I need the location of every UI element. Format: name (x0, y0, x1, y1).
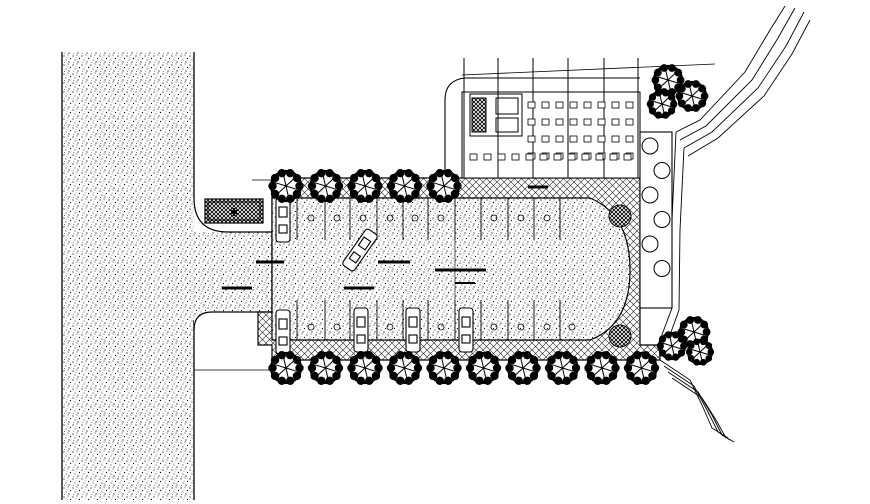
table-icon (567, 153, 576, 161)
site-boundary (194, 179, 273, 371)
car-icon (275, 197, 291, 243)
table-icon (597, 118, 606, 126)
entrance-planter: ✱ (204, 198, 264, 224)
table-icon (553, 153, 562, 161)
tree-canopy-icon (307, 168, 344, 204)
table-icon (469, 153, 478, 161)
tree-canopy-icon (347, 168, 383, 204)
tree-canopy-icon (386, 350, 423, 386)
car-icon (342, 228, 378, 272)
stall-markers (307, 214, 576, 331)
tree-canopy-icon (347, 350, 383, 386)
tree-canopy-icon (426, 168, 462, 204)
table-icon (569, 101, 578, 109)
tree-canopy-icon (307, 350, 344, 386)
parked-cars (275, 197, 474, 355)
table-icon (541, 118, 550, 126)
table-icon (611, 118, 620, 126)
table-icon (625, 135, 634, 143)
table-icon (569, 135, 578, 143)
tree-canopy-icon (646, 89, 678, 119)
tree-canopy-icon (505, 350, 541, 386)
table-icon (527, 135, 536, 143)
table-icon (539, 153, 548, 161)
car-icon (405, 307, 421, 353)
table-icon (611, 135, 620, 143)
car-icon (353, 307, 369, 353)
tree-canopy-icon (465, 350, 502, 386)
tree-canopy-icon (675, 80, 709, 112)
tree-canopy-icon (386, 168, 423, 204)
lawn-circle (641, 235, 659, 253)
table-icon (625, 101, 634, 109)
lawn-strip (639, 131, 673, 309)
table-icon (541, 101, 550, 109)
table-icon (595, 153, 604, 161)
service-block (469, 93, 523, 137)
table-icon (527, 118, 536, 126)
table-icon (583, 101, 592, 109)
tree-canopy-icon (268, 168, 304, 204)
table-icon (527, 101, 536, 109)
table-icon (525, 153, 534, 161)
table-icon (581, 153, 590, 161)
seating-area (444, 58, 716, 179)
table-icon (483, 153, 492, 161)
table-icon (555, 135, 564, 143)
tree-canopy-icon (544, 350, 581, 386)
lawn-circle (653, 211, 671, 228)
tree-canopy-icon (426, 350, 462, 386)
riverbank-contours (659, 5, 811, 443)
table-icon (555, 101, 564, 109)
table-icon (555, 118, 564, 126)
table-icon (583, 118, 592, 126)
tree-canopy-icon (268, 350, 304, 386)
tree-canopy-icon (685, 338, 715, 366)
car-icon (275, 309, 291, 355)
table-grid (469, 101, 634, 161)
lawn-circle (641, 186, 659, 204)
table-icon (511, 153, 520, 161)
table-icon (541, 135, 550, 143)
main-road (61, 52, 195, 500)
tree-canopy-icon (584, 350, 620, 386)
plaza-fountains (608, 204, 632, 348)
tree-canopy-icon (656, 331, 688, 361)
table-icon (597, 101, 606, 109)
parking-lot (222, 147, 664, 341)
table-icon (597, 135, 606, 143)
car-icon (458, 307, 474, 353)
table-icon (625, 118, 634, 126)
table-icon (497, 153, 506, 161)
svg-text:✱: ✱ (229, 206, 238, 219)
table-icon (623, 153, 632, 161)
table-icon (609, 153, 618, 161)
lawn-circle (653, 162, 671, 179)
lawn-circle (641, 137, 659, 155)
table-icon (611, 101, 620, 109)
lawn-circle (653, 260, 671, 277)
lawn-circles (641, 137, 671, 277)
table-icon (583, 135, 592, 143)
tree-canopy-icon (623, 350, 660, 386)
trees (268, 64, 715, 386)
parking-stall-lines (296, 198, 561, 340)
table-icon (569, 118, 578, 126)
